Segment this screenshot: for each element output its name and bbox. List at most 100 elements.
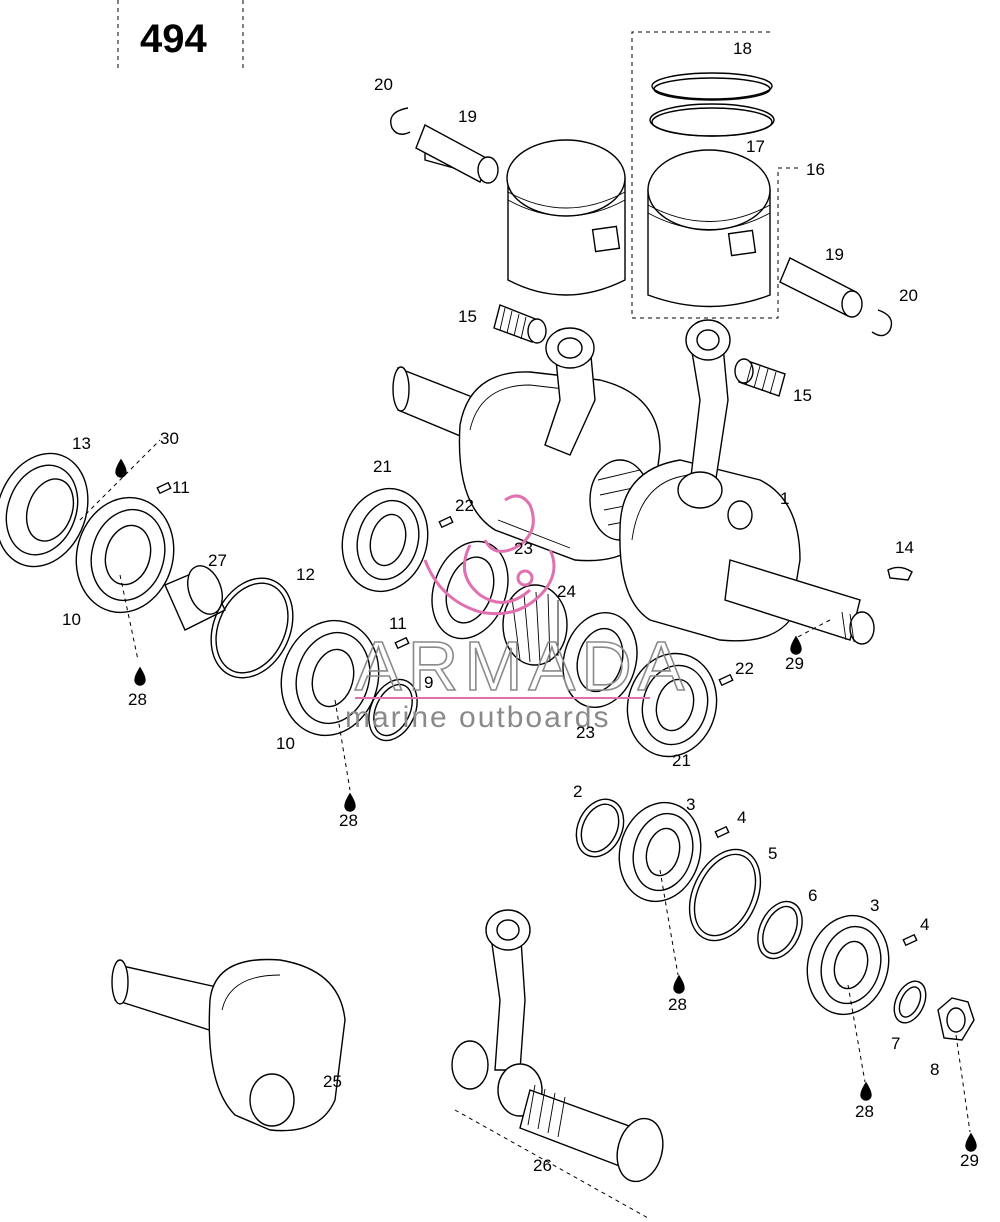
callout-29: 29 (960, 1151, 979, 1170)
callout-5: 5 (768, 844, 777, 863)
callout-16: 16 (806, 160, 825, 179)
callout-10: 10 (276, 734, 295, 753)
oil-seal-13 (0, 452, 89, 568)
ball-bearing-21-upper (341, 487, 429, 593)
ring-9 (368, 678, 418, 742)
dowel-pin-4-lower (902, 933, 918, 947)
ring-2 (575, 798, 625, 858)
callout-30: 30 (160, 429, 179, 448)
callout-10: 10 (62, 610, 81, 629)
connecting-rod-left (544, 327, 596, 456)
dowel-pin-11-upper (156, 481, 172, 495)
piston-pin-left (415, 124, 499, 184)
piston-right (647, 149, 771, 308)
callout-9: 9 (424, 673, 433, 692)
watermark-brand: ARMADA (355, 627, 690, 705)
callout-19: 19 (825, 245, 844, 264)
ball-bearing-21-lower (626, 652, 718, 758)
piston-ring-lower (649, 103, 775, 137)
circlip-left (390, 107, 411, 135)
callout-22: 22 (735, 659, 754, 678)
ball-bearing-3-upper (618, 801, 702, 903)
connecting-rod-kit-26 (451, 909, 664, 1219)
oil-drop-icon (115, 458, 127, 478)
page-title: 494 (140, 17, 207, 61)
dowel-pin-4-upper (714, 825, 730, 839)
callout-23: 23 (514, 539, 533, 558)
callout-12: 12 (296, 565, 315, 584)
callout-1: 1 (780, 489, 789, 508)
needle-bearing-lower (734, 358, 786, 397)
oil-drop-icon (134, 666, 146, 686)
oil-drop-icon (860, 1081, 872, 1101)
nut-8 (937, 997, 975, 1041)
callout-11: 11 (389, 614, 407, 633)
callout-22: 22 (455, 496, 474, 515)
callout-28: 28 (668, 995, 687, 1014)
needle-bearing-upper (493, 304, 547, 344)
callout-21: 21 (672, 751, 691, 770)
callout-25: 25 (323, 1072, 342, 1091)
sleeve-27 (164, 565, 226, 631)
callout-28: 28 (128, 690, 147, 709)
ball-bearing-3-lower (806, 914, 890, 1016)
gear-24 (502, 584, 568, 666)
ball-bearing-10-lower (280, 619, 380, 737)
callout-2: 2 (573, 782, 582, 801)
watermark: ARMADA marine outboards (345, 494, 690, 734)
dowel-pin-11-lower (394, 636, 410, 650)
piston-kit-bracket (631, 31, 800, 319)
callout-15: 15 (458, 307, 477, 326)
oil-drop-icon (790, 635, 802, 655)
callout-4: 4 (920, 915, 929, 934)
callout-7: 7 (891, 1034, 900, 1053)
oil-drop-icon (965, 1132, 977, 1152)
callout-18: 18 (733, 39, 752, 58)
woodruff-key (887, 566, 913, 581)
oil-drop-icons (115, 458, 977, 1152)
callout-8: 8 (930, 1060, 939, 1079)
dowel-pin-22-lower (718, 673, 734, 687)
callout-20: 20 (374, 75, 393, 94)
callout-21: 21 (373, 457, 392, 476)
callout-28: 28 (855, 1102, 874, 1121)
ball-bearing-10-left (75, 496, 175, 614)
piston-left (506, 139, 626, 296)
callout-23: 23 (576, 723, 595, 742)
callout-19: 19 (458, 107, 477, 126)
callout-13: 13 (72, 434, 91, 453)
crankshaft-assembly (392, 366, 875, 645)
seal-23-lower (562, 612, 638, 708)
oil-drop-icon (673, 974, 685, 994)
piston-ring-upper (651, 72, 773, 101)
ring-6 (757, 900, 803, 960)
callout-14: 14 (895, 538, 914, 557)
callout-15: 15 (793, 386, 812, 405)
callout-29: 29 (785, 654, 804, 673)
callout-27: 27 (208, 551, 227, 570)
ring-12 (210, 577, 294, 679)
crankshaft-half-25 (111, 958, 346, 1132)
callout-3: 3 (870, 896, 879, 915)
piston-pin-right (779, 257, 863, 318)
callout-17: 17 (746, 137, 765, 156)
callout-11: 11 (172, 478, 190, 497)
callout-labels: 18 20 19 17 16 19 20 15 15 13 30 11 21 2… (62, 39, 979, 1175)
circlip-right (871, 309, 893, 337)
ring-5 (688, 848, 762, 942)
title-box: 494 (117, 0, 244, 72)
connecting-rod-right (677, 319, 731, 509)
lock-washer-7 (893, 980, 927, 1024)
watermark-tagline: marine outboards (345, 701, 610, 734)
callout-3: 3 (686, 795, 695, 814)
callout-4: 4 (737, 808, 746, 827)
callout-20: 20 (899, 286, 918, 305)
watermark-logo-icon (423, 494, 556, 616)
callout-6: 6 (808, 886, 817, 905)
callout-24: 24 (557, 582, 576, 601)
assembly-lines (79, 439, 971, 1133)
oil-drop-icon (344, 792, 356, 812)
dowel-pin-22-upper (438, 515, 454, 529)
callout-26: 26 (533, 1156, 552, 1175)
